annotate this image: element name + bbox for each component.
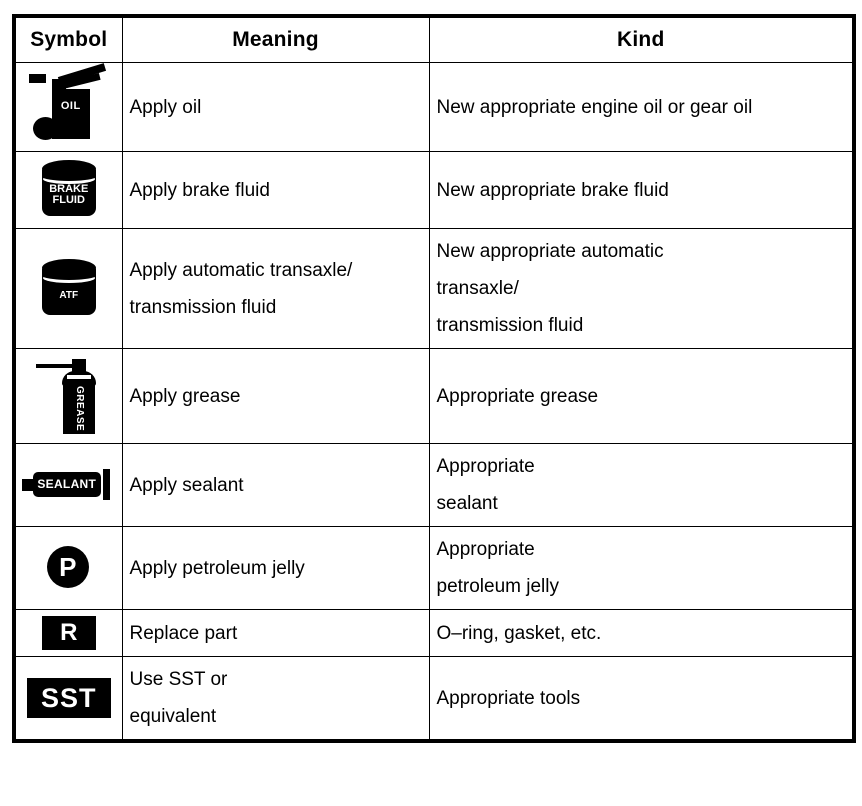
kind-line: petroleum jelly <box>436 576 560 597</box>
column-header-meaning: Meaning <box>121 15 430 63</box>
symbol-cell: GREASE <box>13 348 123 444</box>
meaning-cell: Apply automatic transaxle/ transmission … <box>121 228 430 349</box>
meaning-line: Use SST or <box>129 669 228 690</box>
table-row: GREASE Apply grease Appropriate grease <box>13 348 855 444</box>
meaning-line: Apply automatic transaxle/ <box>129 259 353 281</box>
meaning-cell: Apply oil <box>121 62 430 152</box>
kind-line: Appropriate <box>436 539 535 560</box>
grease-icon-label: GREASE <box>73 386 85 432</box>
symbol-cell: ATF <box>13 228 123 349</box>
petroleum-jelly-icon-label: P <box>59 552 77 582</box>
symbol-cell: SEALANT <box>13 443 123 527</box>
meaning-line: Apply oil <box>129 96 202 118</box>
table-row: R Replace part O–ring, gasket, etc. <box>13 609 855 657</box>
brake-fluid-icon-label-line2: FLUID <box>52 194 85 206</box>
kind-line: transmission fluid <box>436 315 584 336</box>
symbol-cell: OIL <box>13 62 123 152</box>
meaning-line: Apply grease <box>129 385 241 407</box>
sealant-icon-label: SEALANT <box>37 477 97 491</box>
sst-tool-icon: SST <box>26 678 111 718</box>
meaning-line: Replace part <box>129 622 238 644</box>
petroleum-jelly-icon: P <box>46 546 91 590</box>
replace-part-icon: R <box>41 616 96 650</box>
kind-cell: Appropriate sealant <box>428 443 855 527</box>
symbol-cell: BRAKE FLUID <box>13 151 123 229</box>
kind-cell: O–ring, gasket, etc. <box>428 609 855 657</box>
kind-cell: New appropriate brake fluid <box>428 151 855 229</box>
kind-line: New appropriate brake fluid <box>436 179 669 201</box>
kind-line: New appropriate automatic <box>436 241 664 262</box>
symbol-cell: SST <box>13 656 123 742</box>
kind-cell: Appropriate tools <box>428 656 855 742</box>
meaning-cell: Apply grease <box>121 348 430 444</box>
kind-line: Appropriate <box>436 456 535 477</box>
kind-line: Appropriate tools <box>436 687 581 709</box>
table-row: BRAKE FLUID Apply brake fluid New approp… <box>13 151 855 229</box>
oil-can-icon-label: OIL <box>60 100 81 112</box>
brake-fluid-can-icon: BRAKE FLUID <box>38 158 100 222</box>
kind-cell: New appropriate automatic transaxle/ tra… <box>428 228 855 349</box>
meaning-line: equivalent <box>129 706 217 727</box>
table-header-row: Symbol Meaning Kind <box>13 15 855 63</box>
meaning-cell: Replace part <box>121 609 430 657</box>
meaning-line: Apply sealant <box>129 474 244 496</box>
table-row: SEALANT Apply sealant Appropriate sealan… <box>13 443 855 527</box>
meaning-line: transmission fluid <box>129 296 277 318</box>
atf-can-icon: ATF <box>38 257 100 321</box>
kind-cell: New appropriate engine oil or gear oil <box>428 62 855 152</box>
kind-line: O–ring, gasket, etc. <box>436 622 602 644</box>
table-row: SST Use SST or equivalent Appropriate to… <box>13 656 855 742</box>
symbol-legend-table: Symbol Meaning Kind OIL <box>12 14 856 743</box>
grease-gun-icon: GREASE <box>34 355 104 437</box>
table-row: P Apply petroleum jelly Appropriate petr… <box>13 526 855 610</box>
meaning-line: Apply petroleum jelly <box>129 557 305 579</box>
kind-cell: Appropriate grease <box>428 348 855 444</box>
sealant-tube-icon: SEALANT <box>19 468 119 502</box>
meaning-cell: Use SST or equivalent <box>121 656 430 742</box>
column-header-symbol: Symbol <box>13 15 123 63</box>
meaning-cell: Apply sealant <box>121 443 430 527</box>
brake-fluid-icon-label-line1: BRAKE <box>49 183 89 195</box>
kind-line: sealant <box>436 493 498 514</box>
symbol-cell: R <box>13 609 123 657</box>
meaning-cell: Apply brake fluid <box>121 151 430 229</box>
meaning-cell: Apply petroleum jelly <box>121 526 430 610</box>
meaning-line: Apply brake fluid <box>129 179 270 201</box>
oil-can-icon: OIL <box>26 63 112 145</box>
kind-line: transaxle/ <box>436 278 519 299</box>
kind-line: Appropriate grease <box>436 385 599 407</box>
table-row: OIL Apply oil New appropriate engine oil… <box>13 62 855 152</box>
atf-icon-label: ATF <box>59 289 79 301</box>
kind-cell: Appropriate petroleum jelly <box>428 526 855 610</box>
kind-line: New appropriate engine oil or gear oil <box>436 96 753 118</box>
symbol-cell: P <box>13 526 123 610</box>
table-row: ATF Apply automatic transaxle/ transmiss… <box>13 228 855 349</box>
column-header-kind: Kind <box>428 15 855 63</box>
